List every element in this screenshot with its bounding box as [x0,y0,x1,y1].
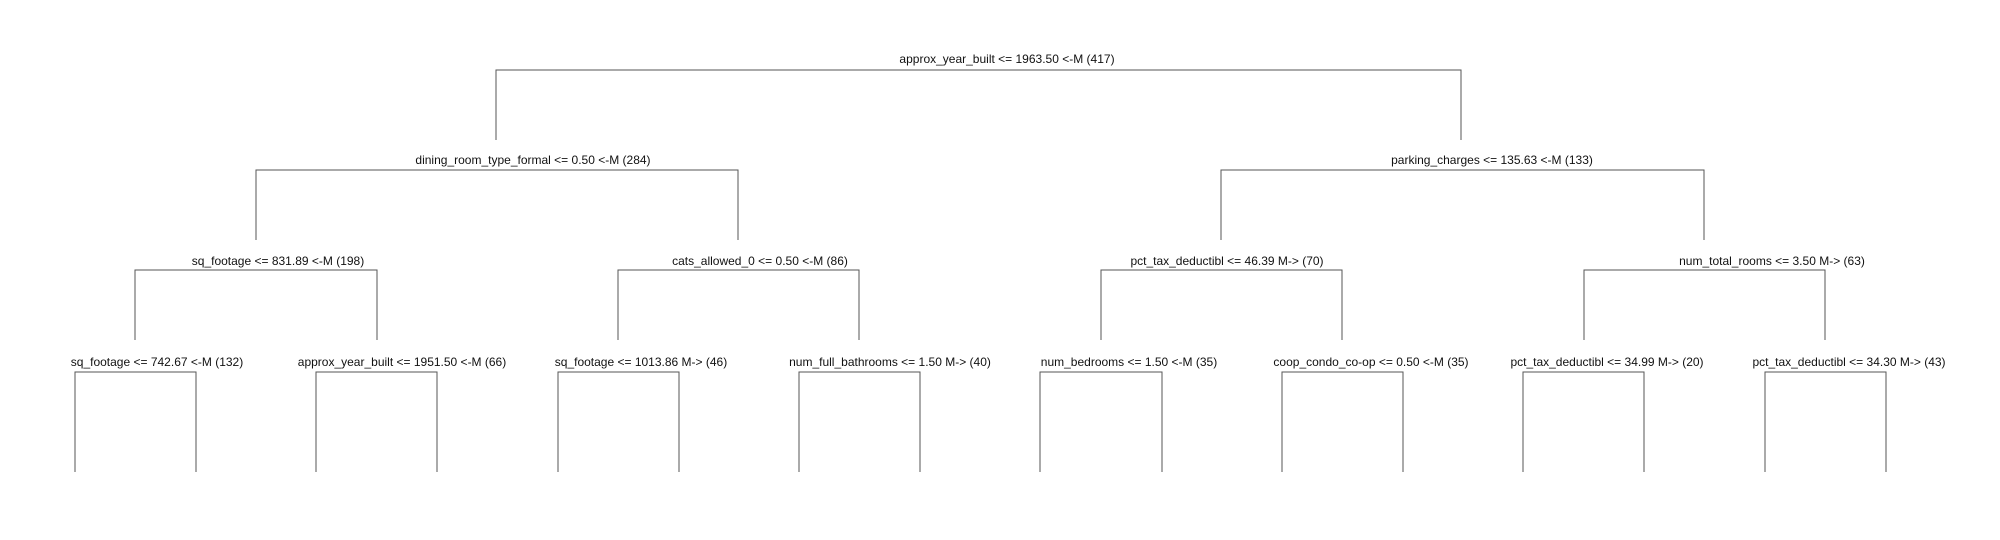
edge-n-lr [617,269,860,340]
node-rrl-label: pct_tax_deductibl <= 34.99 M-> (20) [1510,355,1703,369]
node-ll-label: sq_footage <= 831.89 <-M (198) [192,254,364,268]
edge-n-lll [74,371,197,472]
node-lll-label: sq_footage <= 742.67 <-M (132) [71,355,243,369]
edge-n-rl [1100,269,1343,340]
edge-n-rr [1583,269,1826,340]
node-root-label: approx_year_built <= 1963.50 <-M (417) [899,52,1114,66]
node-llr-label: approx_year_built <= 1951.50 <-M (66) [298,355,506,369]
edge-n-rll [1039,371,1163,472]
edge-n-rrr [1764,371,1887,472]
node-rl-label: pct_tax_deductibl <= 46.39 M-> (70) [1130,254,1323,268]
node-rll-label: num_bedrooms <= 1.50 <-M (35) [1041,355,1217,369]
node-rrr-label: pct_tax_deductibl <= 34.30 M-> (43) [1752,355,1945,369]
node-rr-label: num_total_rooms <= 3.50 M-> (63) [1679,254,1865,268]
tree-node-labels: approx_year_built <= 1963.50 <-M (417) d… [71,52,1946,369]
edge-root [495,69,1462,140]
node-lr-label: cats_allowed_0 <= 0.50 <-M (86) [672,254,848,268]
node-rlr-label: coop_condo_co-op <= 0.50 <-M (35) [1273,355,1468,369]
node-l-label: dining_room_type_formal <= 0.50 <-M (284… [415,153,650,167]
edge-n-ll [134,269,378,340]
node-r-label: parking_charges <= 135.63 <-M (133) [1391,153,1593,167]
tree-edges [74,69,1887,472]
edge-n-lrr [798,371,921,472]
edge-n-r [1220,169,1705,240]
edge-n-rlr [1281,371,1404,472]
edge-n-llr [315,371,438,472]
edge-n-lrl [557,371,680,472]
node-lrr-label: num_full_bathrooms <= 1.50 M-> (40) [789,355,991,369]
edge-n-rrl [1522,371,1645,472]
node-lrl-label: sq_footage <= 1013.86 M-> (46) [555,355,727,369]
edge-n-l [255,169,739,240]
